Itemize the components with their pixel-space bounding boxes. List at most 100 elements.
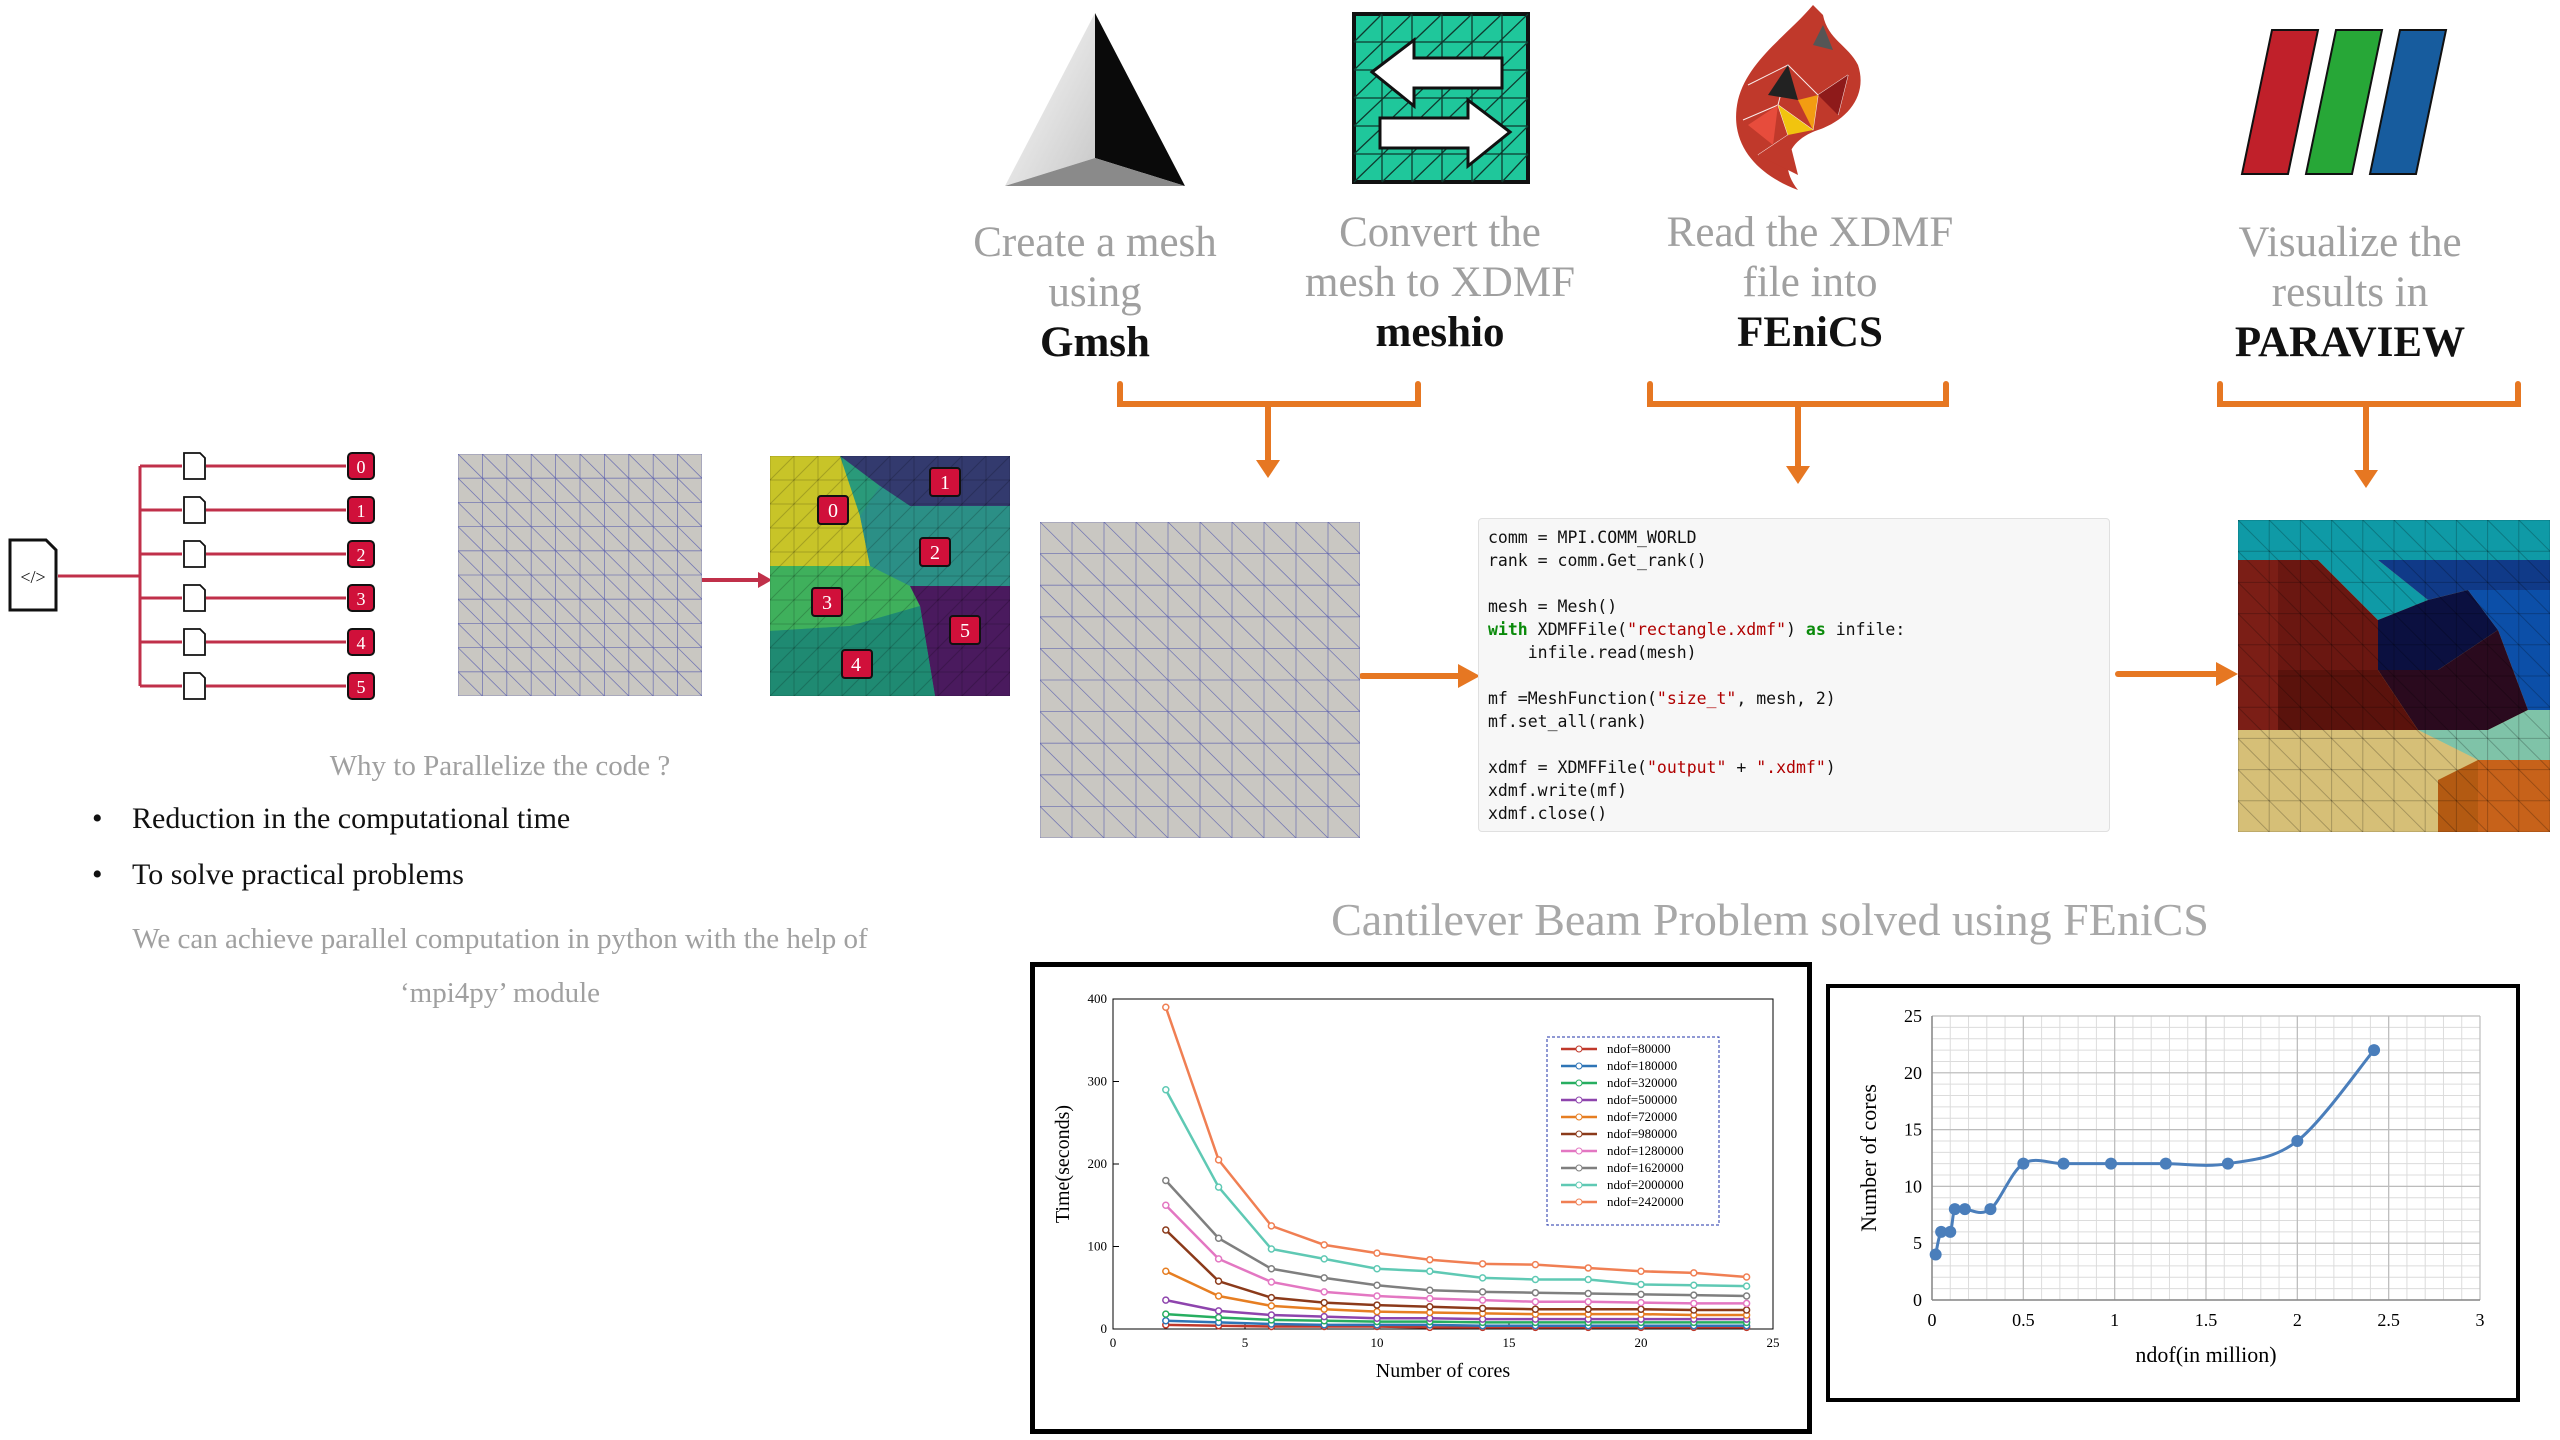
- data-point: [1478, 1296, 1487, 1304]
- series-line: [1165, 1323, 1747, 1329]
- legend-marker: [1575, 1096, 1583, 1104]
- fenics-logo-icon: [1736, 5, 1861, 190]
- note-line: We can achieve parallel computation in p…: [132, 923, 868, 955]
- data-point: [1162, 1176, 1170, 1185]
- data-point: [1267, 1265, 1276, 1273]
- mpi4py-note: We can achieve parallel computation in p…: [40, 912, 960, 1020]
- code-line: with XDMFFile("rectangle.xdmf") as infil…: [1488, 620, 1906, 639]
- data-point: [1162, 1201, 1170, 1209]
- main-script-icon: [8, 538, 58, 612]
- rank-badge: 4: [357, 633, 366, 653]
- tool-name: FEniCS: [1737, 309, 1883, 356]
- step-caption-paraview: Visualize the results in PARAVIEW: [2190, 218, 2510, 368]
- data-point: [1373, 1307, 1381, 1316]
- code-line: xdmf.write(mf): [1488, 781, 1628, 800]
- code-line: mf =MeshFunction("size_t", mesh, 2): [1488, 689, 1836, 708]
- caption-line: using: [1048, 269, 1142, 316]
- data-point: [1162, 1003, 1170, 1011]
- data-point: [1426, 1286, 1434, 1294]
- data-point: [1637, 1290, 1645, 1299]
- data-point: [1948, 1203, 1961, 1216]
- data-point: [1742, 1292, 1751, 1300]
- x-axis-label: ndof(in million): [2135, 1342, 2276, 1367]
- data-point: [1162, 1267, 1170, 1275]
- data-point: [1373, 1314, 1381, 1323]
- rank-badge: 2: [357, 545, 366, 565]
- tool-name: Gmsh: [1040, 319, 1150, 366]
- data-point: [1531, 1260, 1540, 1269]
- data-point: [1214, 1183, 1223, 1191]
- code-icon-label: </>: [20, 567, 45, 587]
- x-axis-label: Number of cores: [1376, 1360, 1511, 1382]
- data-point: [1267, 1222, 1276, 1230]
- code-line: [1488, 572, 2109, 595]
- y-tick-label: 20: [1904, 1063, 1922, 1083]
- y-tick-label: 0: [1913, 1290, 1922, 1310]
- data-point: [1690, 1306, 1698, 1314]
- data-point: [1690, 1299, 1698, 1308]
- data-point: [1162, 1086, 1170, 1094]
- y-tick-label: 25: [1904, 1006, 1922, 1026]
- data-point: [1320, 1274, 1328, 1282]
- legend-marker: [1575, 1113, 1583, 1121]
- data-point: [1162, 1310, 1170, 1318]
- data-point: [2057, 1157, 2070, 1170]
- code-line: xdmf.close(): [1488, 804, 1608, 823]
- data-point: [1320, 1305, 1328, 1313]
- tool-name: PARAVIEW: [2234, 319, 2466, 366]
- x-tick-label: 2.5: [2377, 1310, 2400, 1330]
- data-point: [1531, 1298, 1540, 1306]
- legend-label: ndof=2000000: [1607, 1177, 1684, 1192]
- y-tick-label: 300: [1088, 1074, 1108, 1089]
- data-point: [1373, 1265, 1381, 1273]
- caption-line: Create a mesh: [973, 219, 1217, 266]
- code-line: rank = comm.Get_rank(): [1488, 551, 1707, 570]
- data-point: [1584, 1289, 1592, 1298]
- code-line: [1488, 664, 2109, 687]
- data-point: [1584, 1305, 1592, 1313]
- y-tick-label: 10: [1904, 1176, 1922, 1196]
- data-point: [1584, 1298, 1592, 1306]
- series-line: [1164, 1229, 1747, 1312]
- rank-badge: 0: [357, 457, 366, 477]
- step-caption-fenics: Read the XDMF file into FEniCS: [1650, 208, 1970, 358]
- data-point: [1320, 1241, 1328, 1249]
- x-tick-label: 0: [1110, 1335, 1117, 1350]
- series-line: [1164, 1006, 1747, 1279]
- data-point: [1214, 1313, 1223, 1322]
- paraview-logo-icon: [2240, 29, 2448, 175]
- y-tick-label: 15: [1904, 1120, 1922, 1140]
- y-tick-label: 400: [1088, 991, 1108, 1006]
- x-tick-label: 25: [1767, 1335, 1780, 1350]
- data-point: [1690, 1281, 1698, 1290]
- data-point: [1162, 1226, 1170, 1234]
- region-label: 0: [828, 500, 838, 522]
- data-point: [1426, 1302, 1434, 1311]
- data-point: [1531, 1275, 1540, 1284]
- region-label: 3: [822, 592, 832, 614]
- data-point: [1478, 1288, 1487, 1296]
- data-point: [1944, 1225, 1957, 1238]
- data-point: [1958, 1203, 1971, 1216]
- caption-line: Read the XDMF: [1666, 209, 1954, 256]
- data-point: [1214, 1156, 1223, 1164]
- data-point: [1267, 1293, 1276, 1302]
- y-tick-label: 100: [1088, 1239, 1108, 1254]
- legend-marker: [1575, 1079, 1583, 1087]
- data-point: [1373, 1281, 1381, 1290]
- x-tick-label: 3: [2476, 1310, 2485, 1330]
- data-point: [1742, 1299, 1751, 1308]
- y-tick-label: 200: [1088, 1156, 1108, 1171]
- bullet-text: To solve practical problems: [132, 858, 464, 891]
- data-point: [1214, 1255, 1223, 1263]
- data-point: [1320, 1298, 1328, 1307]
- series-line: [1164, 1179, 1747, 1298]
- data-point: [1214, 1292, 1223, 1300]
- region-label: 1: [940, 472, 950, 494]
- x-tick-label: 2: [2293, 1310, 2302, 1330]
- data-point: [2159, 1157, 2172, 1170]
- code-line: mesh = Mesh(): [1488, 597, 1618, 616]
